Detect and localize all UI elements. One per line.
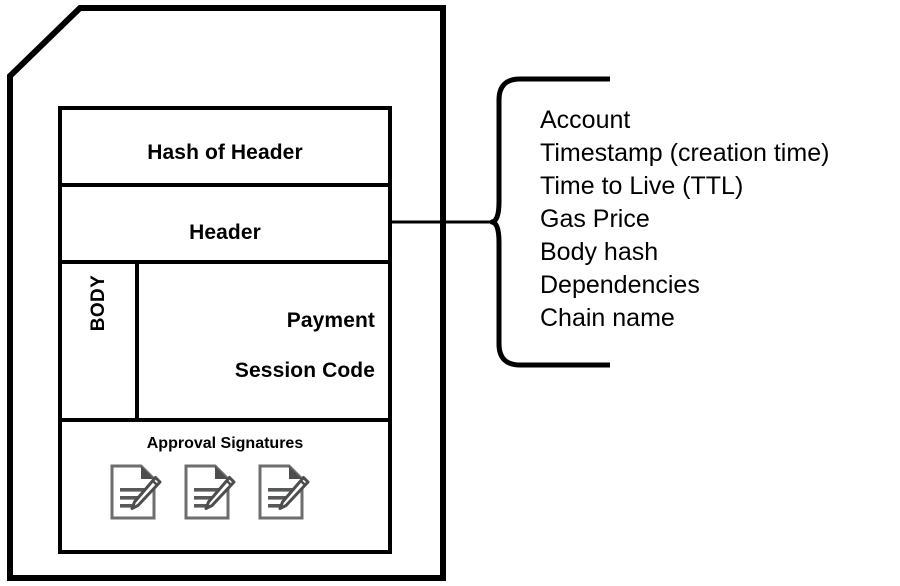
header-field-item: Time to Live (TTL): [540, 172, 744, 200]
curly-brace-icon: [489, 76, 610, 368]
document-signature-icon: [110, 464, 162, 520]
body-label: BODY: [88, 274, 109, 332]
header-field-item: Gas Price: [540, 205, 650, 233]
header-field-item: Timestamp (creation time): [540, 139, 830, 167]
session-code-label: Session Code: [234, 359, 375, 382]
header-field-item: Chain name: [540, 304, 675, 332]
hash-of-header-label: Hash of Header: [147, 141, 303, 164]
payment-label: Payment: [286, 309, 375, 332]
header-field-item: Account: [540, 106, 631, 134]
approval-signatures-label: Approval Signatures: [146, 435, 304, 452]
header-field-item: Body hash: [540, 238, 659, 266]
header-label: Header: [189, 221, 261, 244]
header-fields-list: Account Timestamp (creation time) Time t…: [540, 104, 880, 335]
header-field-item: Dependencies: [540, 271, 700, 299]
document-signature-icon: [258, 464, 310, 520]
document-signature-icon: [184, 464, 236, 520]
approval-signature-icon-row: [108, 462, 338, 524]
